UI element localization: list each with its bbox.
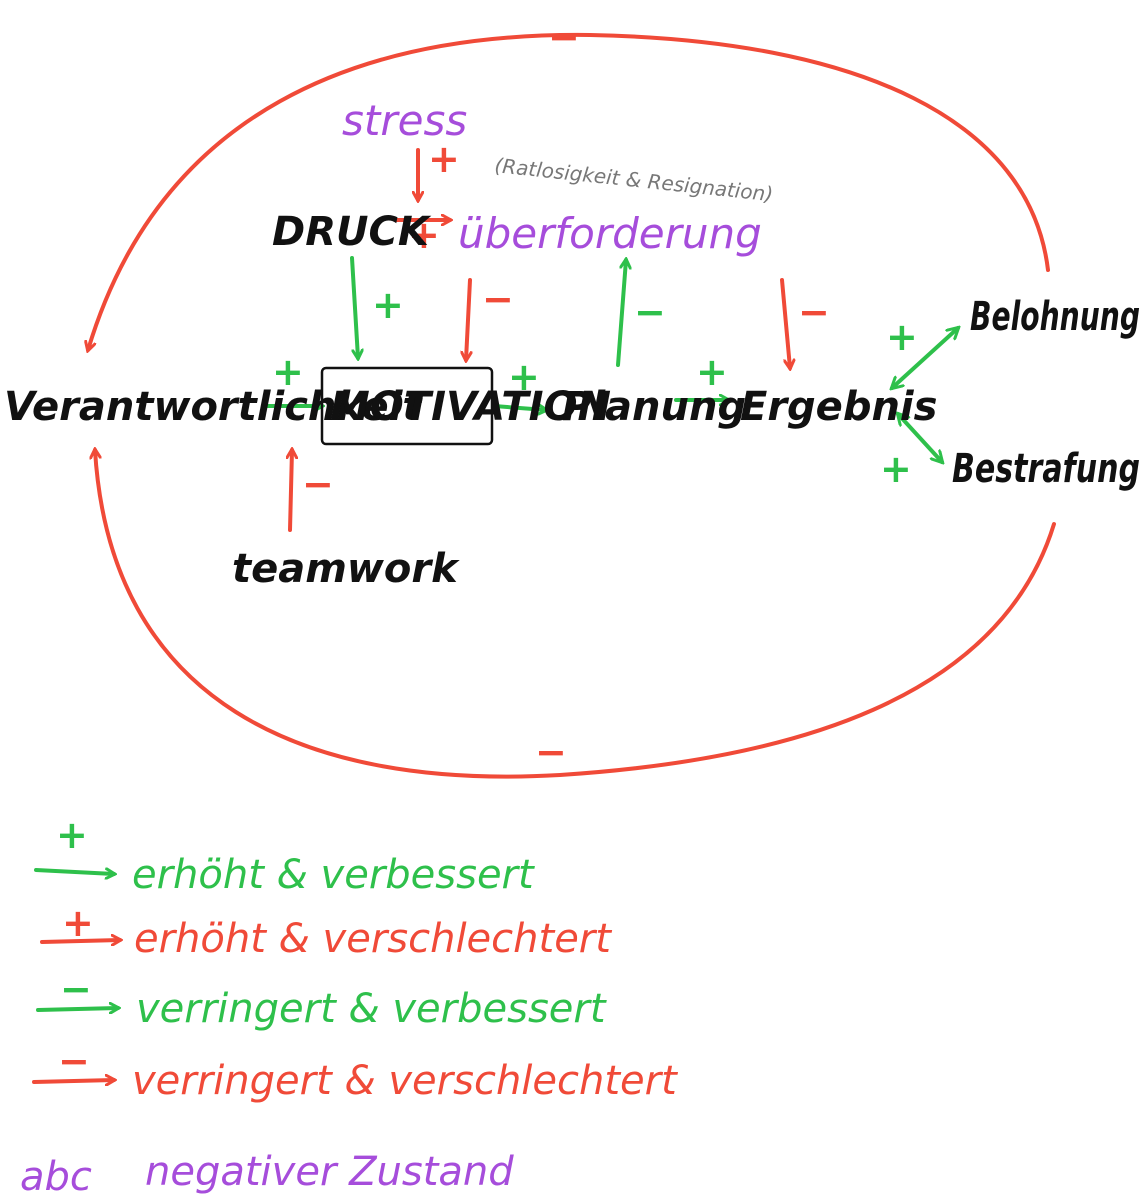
legend-sign-4: − xyxy=(58,1039,90,1083)
bottom-loop-sign: − xyxy=(535,730,567,774)
legend-item-green-plus: + erhöht & verbessert xyxy=(34,813,535,898)
legend-label-4: verringert & verschlechtert xyxy=(132,1058,678,1104)
planung-ergebnis-sign: + xyxy=(696,350,728,394)
legend: + erhöht & verbessert + erhöht & verschl… xyxy=(20,813,678,1200)
ergebnis-belohnung-sign: + xyxy=(886,315,918,359)
top-loop-arrow xyxy=(88,32,1050,350)
legend-sign-3: − xyxy=(60,967,92,1011)
note-ratlosigkeit: (Ratlosigkeit & Resignation) xyxy=(493,153,774,206)
legend-item-red-plus: + erhöht & verschlechtert xyxy=(40,901,612,962)
legend-abc-sample: abc xyxy=(20,1154,92,1200)
legend-arrow-green-minus xyxy=(36,1008,118,1010)
stress-ueber-sign: + xyxy=(428,137,460,181)
druck-motivation-sign: + xyxy=(372,283,404,327)
node-planung: Planung xyxy=(562,384,746,430)
node-verantwortlichkeit: Verantwortlichkeit xyxy=(4,384,423,430)
planung-to-ueberforderung-arrow xyxy=(616,260,626,367)
teamwork-motivation-sign: − xyxy=(302,462,334,506)
legend-item-red-minus: − verringert & verschlechtert xyxy=(32,1039,678,1104)
node-druck: DRUCK xyxy=(272,209,432,255)
ergebnis-bestrafung-sign: + xyxy=(880,447,912,491)
node-teamwork: teamwork xyxy=(232,546,460,592)
legend-arrow-red-plus xyxy=(40,940,120,942)
ueberforderung-to-motivation-arrow xyxy=(466,278,470,360)
legend-item-negative-state: abc negativer Zustand xyxy=(20,1149,514,1200)
legend-arrow-red-minus xyxy=(32,1080,114,1082)
druck-ueber-sign: + xyxy=(408,213,440,257)
ueber-motivation-sign: − xyxy=(482,277,514,321)
legend-item-green-minus: − verringert & verbessert xyxy=(36,967,607,1032)
legend-abc-label: negativer Zustand xyxy=(145,1149,514,1195)
node-motivation: MOTIVATION xyxy=(330,384,611,430)
node-belohnung: Belohnung xyxy=(970,294,1140,340)
legend-label-2: erhöht & verschlechtert xyxy=(134,916,612,962)
druck-to-motivation-arrow xyxy=(350,256,358,358)
top-loop-sign: − xyxy=(548,15,580,59)
motivation-box xyxy=(320,366,494,446)
node-ueberforderung: überforderung xyxy=(458,209,762,258)
legend-arrow-green-plus xyxy=(34,870,114,874)
ergebnis-belohnung-arrow xyxy=(892,328,958,388)
motivation-to-planung-arrow xyxy=(492,406,546,410)
bottom-loop-arrow xyxy=(95,450,1056,779)
node-bestrafung: Bestrafung xyxy=(952,446,1140,492)
ergebnis-bestrafung-arrow xyxy=(898,414,942,462)
node-ergebnis: Ergebnis xyxy=(740,384,937,430)
legend-label-3: verringert & verbessert xyxy=(136,986,607,1032)
ueber-ergebnis-sign: − xyxy=(798,290,830,334)
teamwork-to-motivation-arrow xyxy=(290,450,292,532)
node-stress: stress xyxy=(342,96,467,145)
motivation-planung-sign: + xyxy=(508,355,540,399)
legend-sign-2: + xyxy=(62,901,94,945)
legend-sign-1: + xyxy=(56,813,88,857)
planung-ueber-sign: − xyxy=(634,290,666,334)
legend-label-1: erhöht & verbessert xyxy=(132,852,535,898)
ueberforderung-to-ergebnis-arrow xyxy=(780,278,790,368)
verant-motivation-sign: + xyxy=(272,350,304,394)
